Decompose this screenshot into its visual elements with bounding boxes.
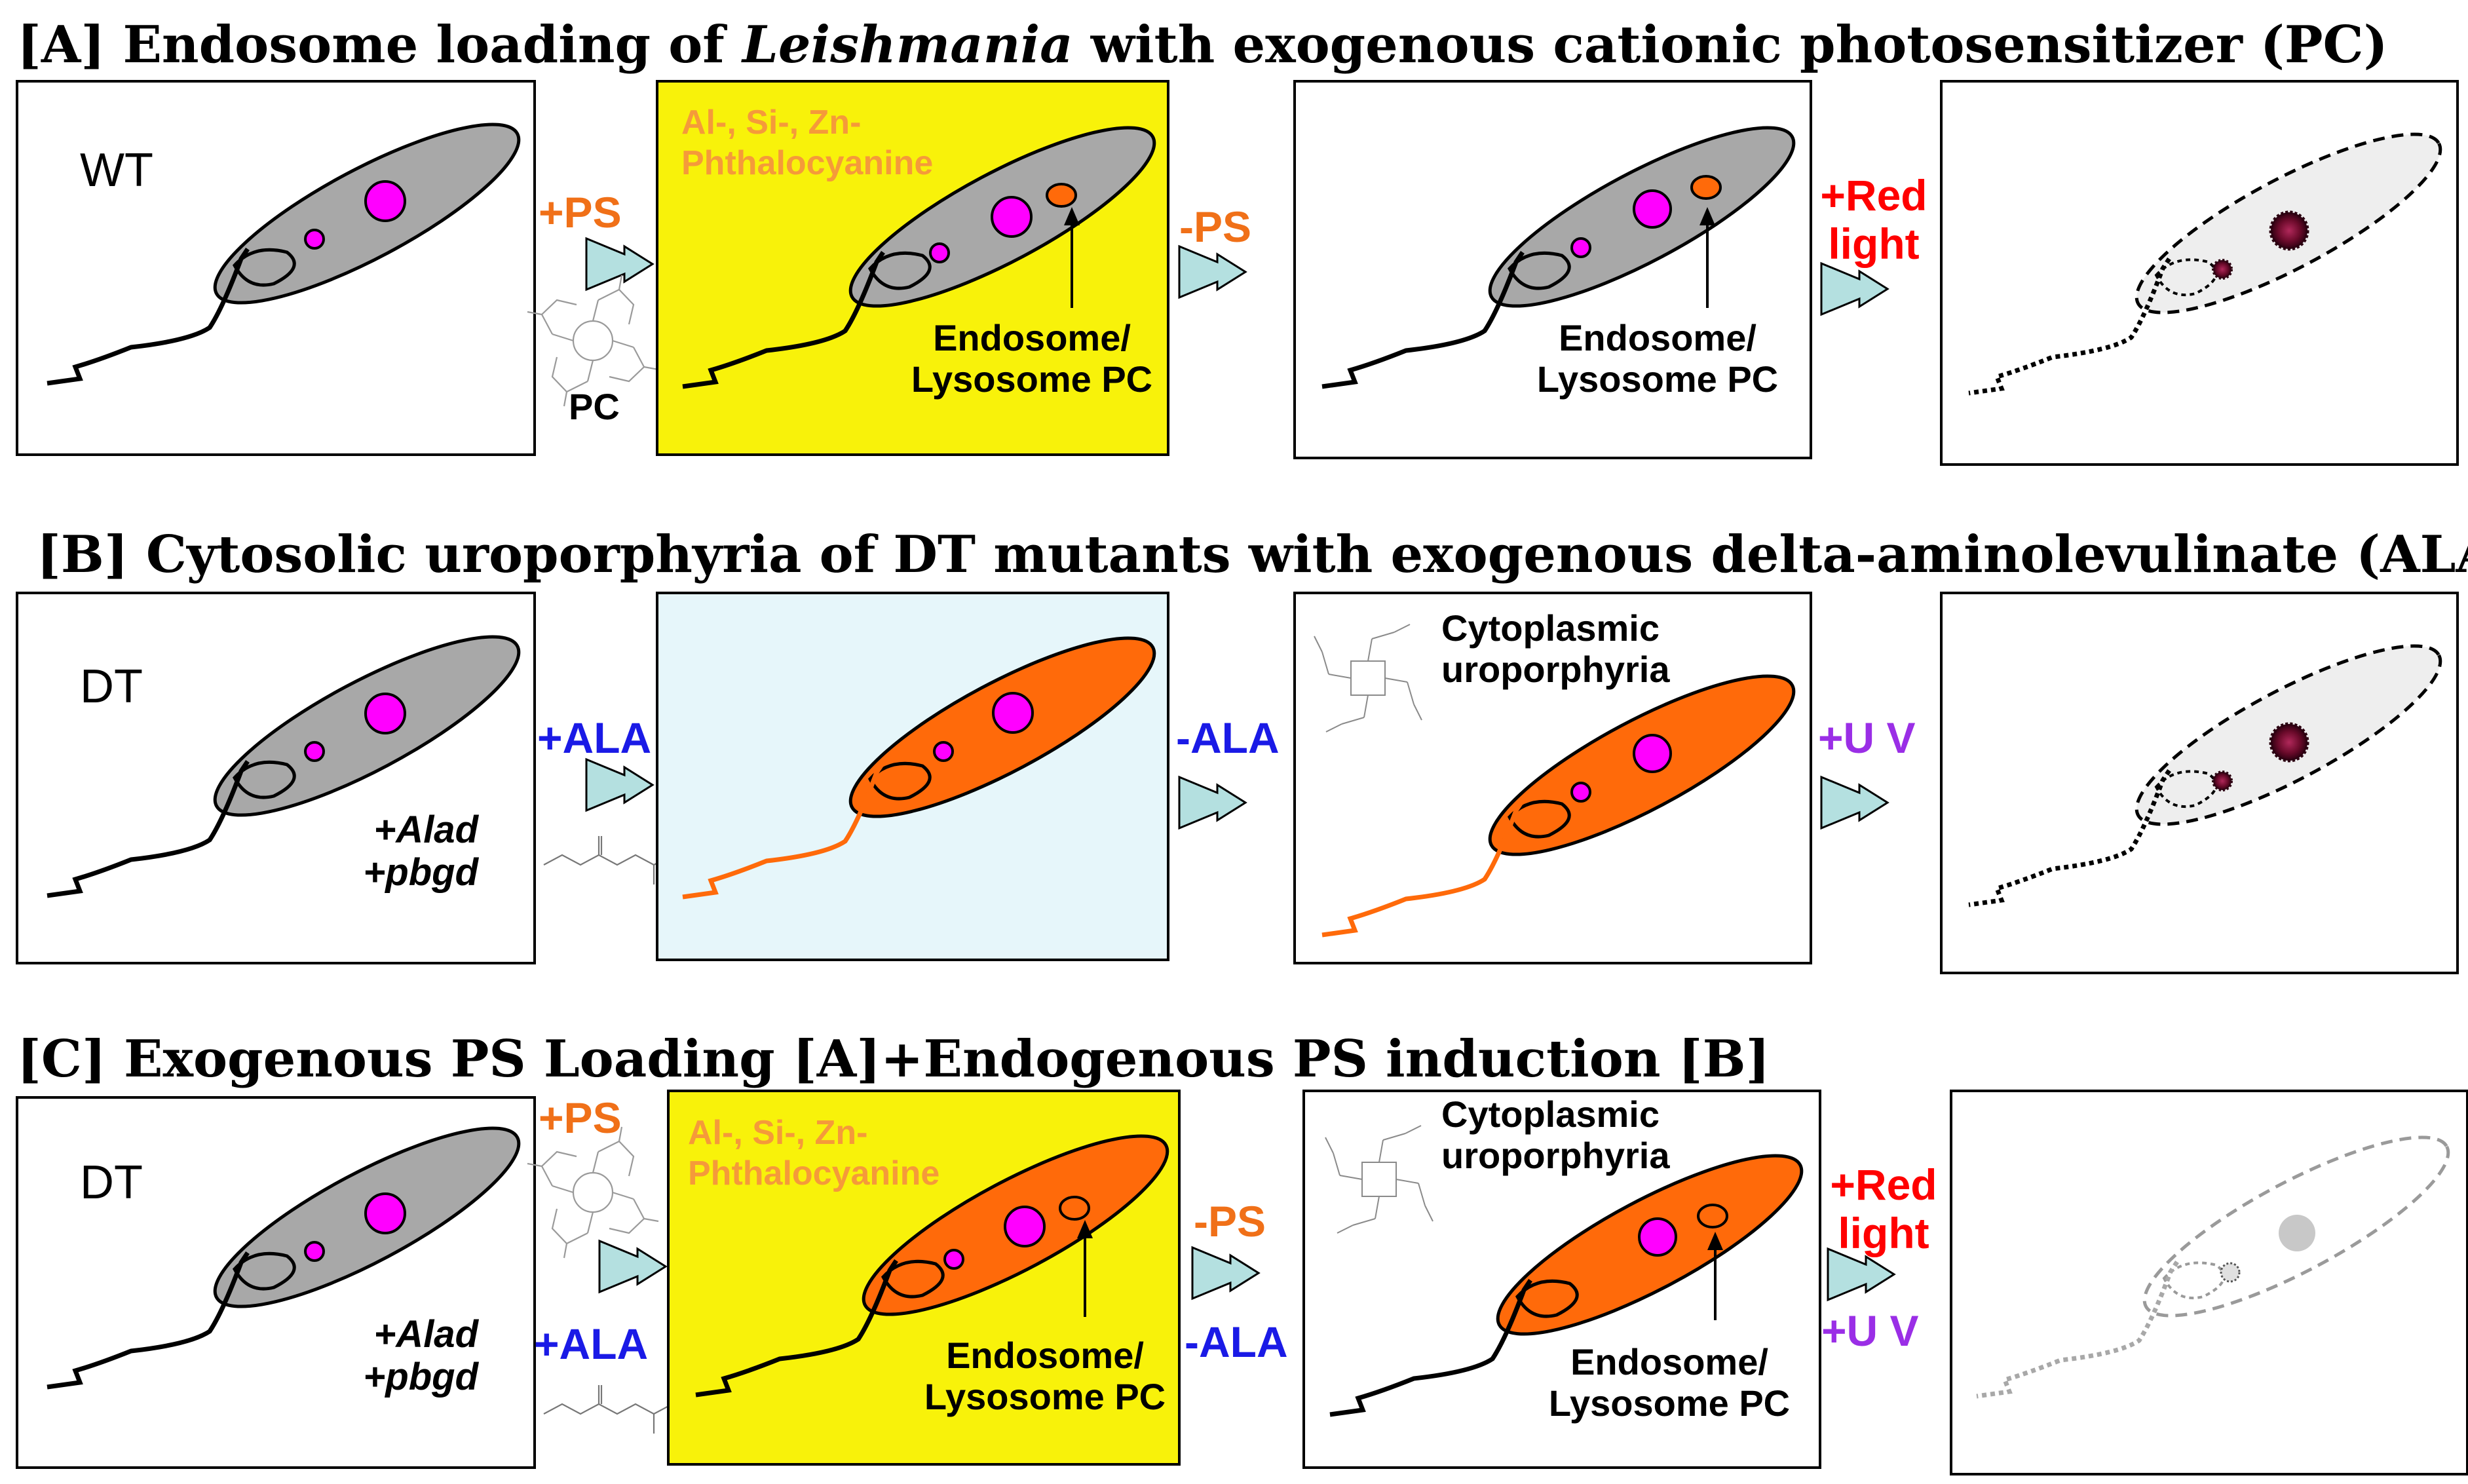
strain-label-wt: WT [80,144,153,197]
arrow-b2 [1178,776,1247,829]
remove-ala-label: -ALA [1185,1318,1288,1366]
section-b-heading: [B] Cytosolic uroporphyria of DT mutants… [37,525,2468,584]
endosome-label: Endosome/Lysosome PC [1548,1341,1791,1424]
phthalocyanine-label-line1: Al-, Si-, Zn- [688,1114,868,1152]
parasite-wt [47,123,521,386]
section-a-heading: [A] Endosome loading of Leishmania with … [17,15,2388,75]
pc-molecule-icon [526,1126,660,1259]
phthalocyanine-label-line1: Al-, Si-, Zn- [681,104,862,142]
add-ala-label: +ALA [537,713,652,762]
endosome-label: Endosome/Lysosome PC [924,1335,1166,1417]
parasite-pc-loaded [682,126,1156,389]
phthalocyanine-label-line2: Phthalocyanine [688,1154,940,1192]
row-c [16,1090,2468,1475]
uv-label: +U V [1818,713,1916,762]
row-a [16,80,2459,466]
arrow-c2 [1191,1246,1260,1300]
remove-ala-label: -ALA [1176,713,1280,762]
arrow-b1 [585,758,654,812]
parasite-killed [1968,132,2442,396]
gene-label: +Alad+pbgd [363,1313,478,1398]
add-ps-label: +PS [539,1094,622,1142]
arrow-b3 [1820,776,1889,829]
parasite-killed-faded [1976,1135,2450,1399]
remove-ps-label: -PS [1179,202,1252,251]
arrow-c1 [598,1240,667,1293]
parasite-pc-washed [1321,126,1796,389]
ala-molecule-icon [542,1384,674,1435]
ala-molecule-icon [542,835,674,886]
remove-ps-label: -PS [1194,1197,1266,1246]
parasite-uroporphyric [682,636,1156,900]
strain-label-dt: DT [80,1156,143,1209]
parasite-dt [47,635,521,898]
arrow-a2 [1178,245,1247,299]
section-c-heading: [C] Exogenous PS Loading [A]+Endogenous … [17,1029,1770,1089]
row-b [16,592,2459,974]
strain-label-dt: DT [80,660,143,713]
add-ps-label: +PS [539,188,622,237]
arrow-a3 [1820,262,1889,316]
parasite-uroporphyric-washed [1321,674,1796,938]
endosome-label: Endosome/Lysosome PC [1536,317,1779,400]
parasite-dt [47,1126,521,1390]
parasite-combined-washed [1329,1154,1804,1417]
add-ala-label: +ALA [534,1320,649,1368]
parasite-combined [695,1134,1169,1398]
arrow-a1 [585,237,654,291]
endosome-label: Endosome/Lysosome PC [911,317,1153,400]
phthalocyanine-label-line2: Phthalocyanine [681,144,934,182]
pc-label: PC [569,386,620,427]
parasite-killed [1968,644,2442,907]
uv-label: +U V [1821,1306,1919,1355]
gene-label: +Alad+pbgd [363,809,478,894]
